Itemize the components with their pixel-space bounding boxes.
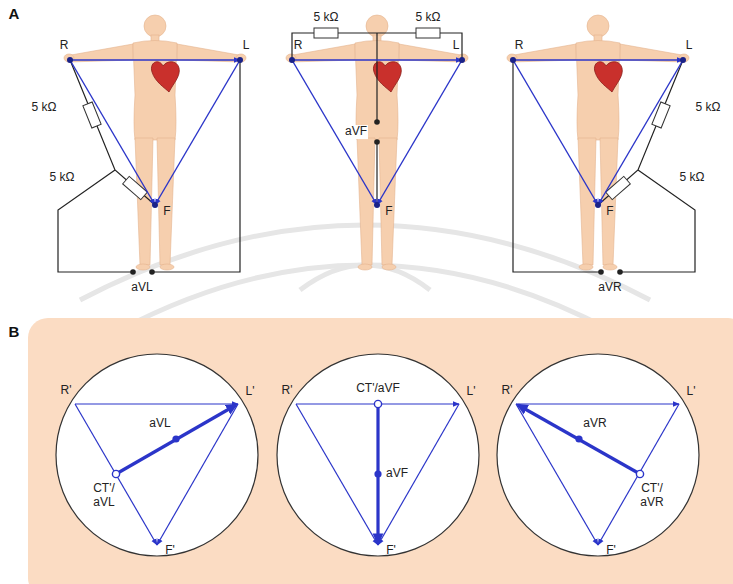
vertex-label: L' xyxy=(687,385,696,399)
vertex-label: R' xyxy=(502,384,513,398)
vertex-label: R' xyxy=(282,384,293,398)
resistor-value: 5 kΩ xyxy=(416,11,441,25)
vertex-label: F' xyxy=(165,544,175,558)
lead-terminal: aVF xyxy=(344,125,368,139)
central-terminal-label: CT'/ aVR xyxy=(636,482,668,510)
resistor-value: 5 kΩ xyxy=(680,171,705,185)
electrode-label: R xyxy=(515,39,524,53)
central-terminal-label: CT'/ aVL xyxy=(88,482,120,510)
electrode-label: F xyxy=(163,205,170,219)
electrode-label: F xyxy=(606,205,613,219)
electrode-label: L xyxy=(686,39,693,53)
central-terminal-label: CT'/aVF xyxy=(356,382,400,396)
lead-terminal: aVR xyxy=(598,281,621,295)
resistor-value: 5 kΩ xyxy=(696,101,721,115)
lead-terminal: aVL xyxy=(131,281,152,295)
vertex-label: L' xyxy=(246,385,255,399)
electrode-label: F xyxy=(385,205,392,219)
electrode-label: L xyxy=(453,39,460,53)
vertex-label: L' xyxy=(467,385,476,399)
vertex-label: F' xyxy=(606,544,616,558)
resistor-value: 5 kΩ xyxy=(32,101,57,115)
electrode-label: L xyxy=(243,39,250,53)
lead-vector-label: aVR xyxy=(583,417,606,431)
electrode-label: R xyxy=(60,39,69,53)
vertex-label: R' xyxy=(61,384,72,398)
resistor-value: 5 kΩ xyxy=(314,11,339,25)
electrode-label: R xyxy=(294,39,303,53)
panel-letter: A xyxy=(9,5,20,22)
vertex-label: F' xyxy=(386,544,396,558)
lead-vector-label: aVL xyxy=(149,417,170,431)
resistor-value: 5 kΩ xyxy=(50,171,75,185)
lead-vector-label: aVF xyxy=(386,467,408,481)
panel-letter: B xyxy=(9,323,20,340)
